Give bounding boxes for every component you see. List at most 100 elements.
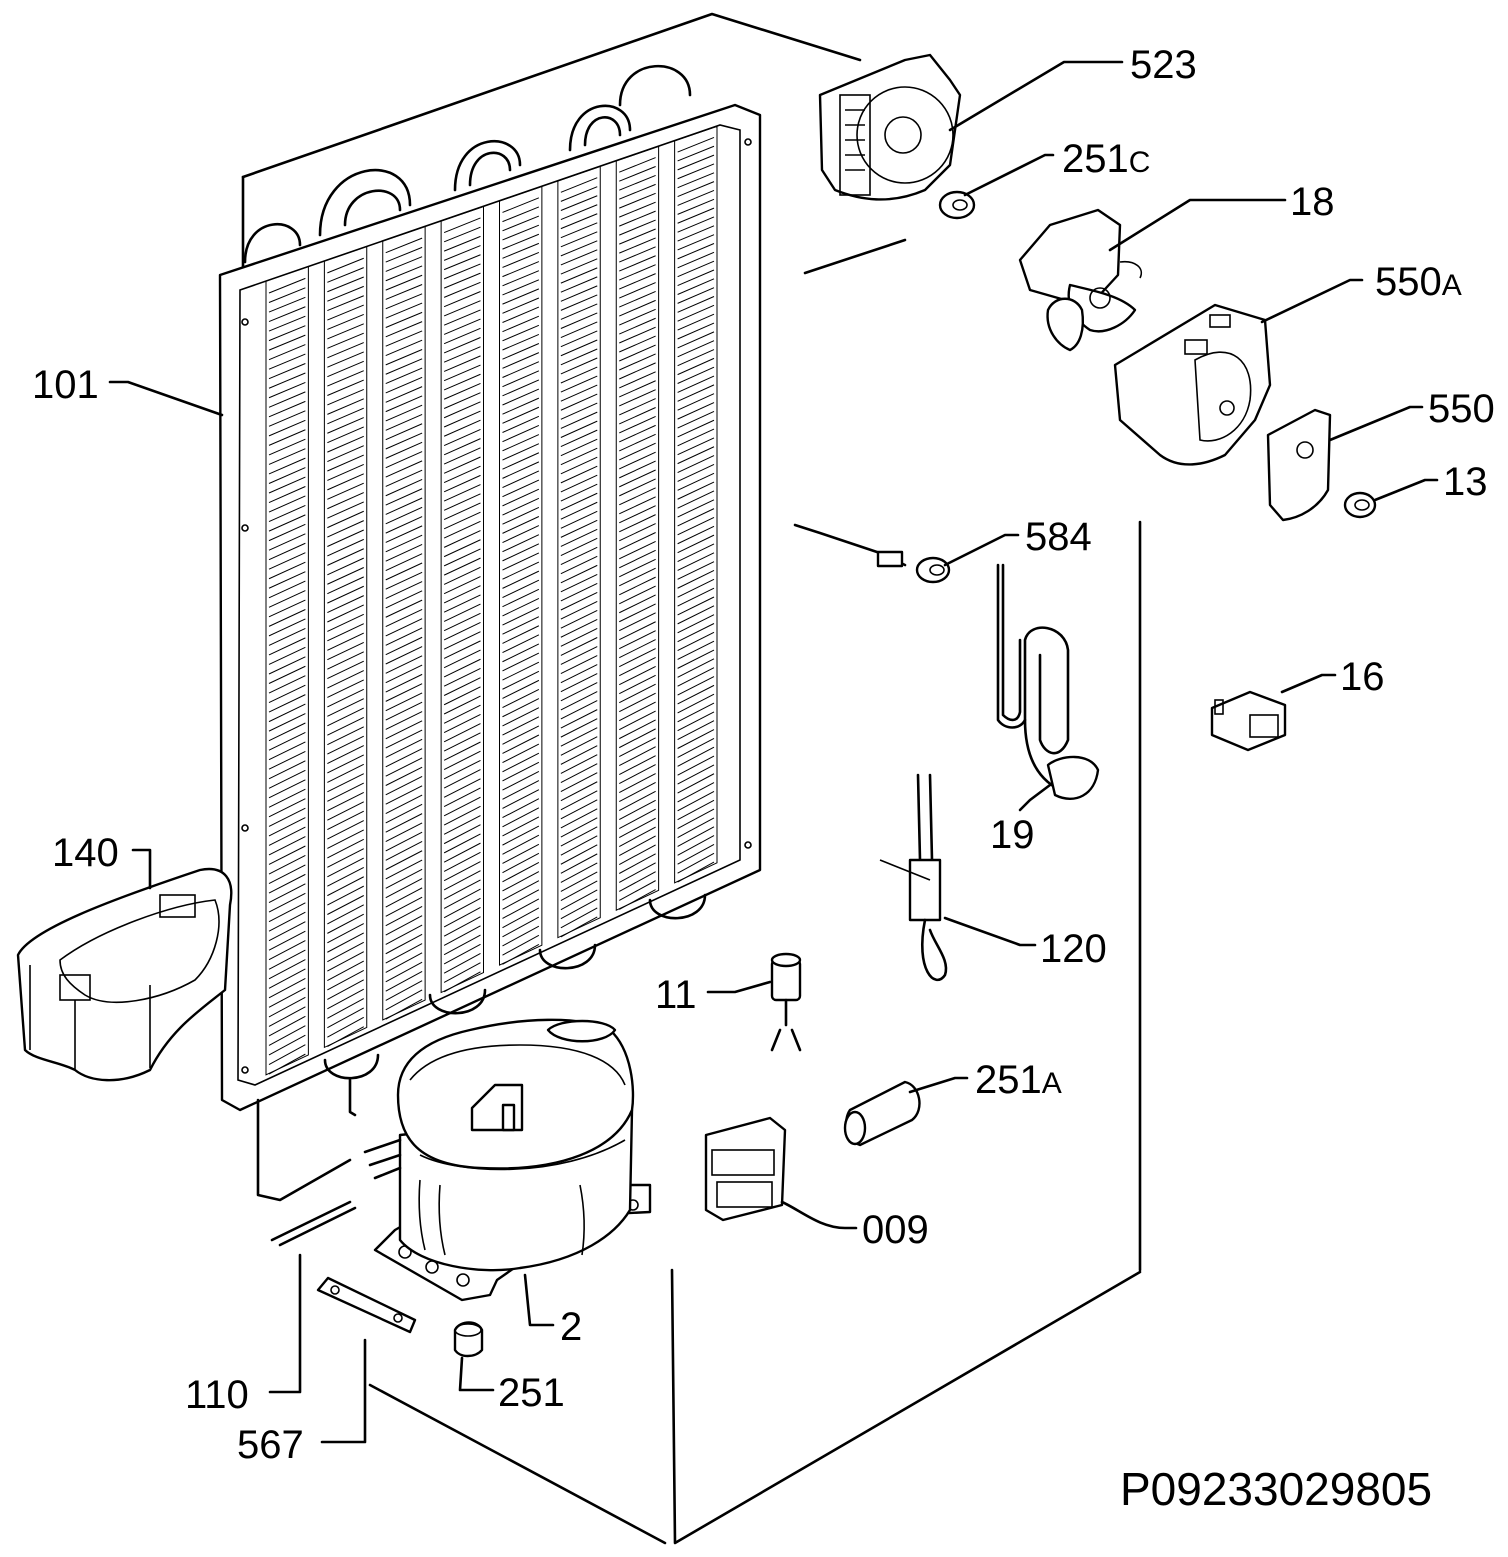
condenser-fin: [327, 782, 364, 802]
condenser-fin: [385, 673, 423, 693]
condenser-fin: [502, 907, 540, 929]
condenser-fin: [385, 395, 423, 413]
condenser-fin: [327, 895, 364, 915]
condenser-fin: [268, 542, 306, 561]
condenser-fin: [443, 318, 481, 335]
condenser-fin: [443, 971, 481, 993]
condenser-fin: [619, 299, 656, 317]
condenser-fin: [560, 177, 598, 193]
label-251: 251: [498, 1371, 565, 1415]
condenser-fin: [268, 561, 306, 580]
condenser-fin: [385, 414, 423, 431]
condenser-fin: [677, 631, 715, 652]
condenser-fin: [502, 506, 540, 525]
condenser-fin: [327, 314, 364, 330]
condenser-fin: [268, 495, 306, 513]
condenser-fin: [619, 353, 656, 371]
condenser-fin-column: [499, 185, 543, 966]
bulb: [1343, 491, 1377, 519]
condenser-fin: [677, 313, 715, 331]
condenser-fin: [443, 392, 481, 409]
condenser-fin: [385, 451, 423, 469]
condenser-fin: [677, 808, 715, 830]
condenser-fin: [268, 873, 306, 894]
condenser-fin: [619, 862, 656, 883]
condenser-fin: [677, 826, 715, 847]
condenser-fin: [268, 533, 306, 551]
compressor: [363, 1018, 652, 1302]
label-13: 13: [1443, 460, 1488, 504]
condenser-fin: [268, 637, 306, 656]
condenser-fin: [619, 630, 656, 650]
condenser-fin: [619, 585, 656, 605]
condenser-fin: [619, 166, 656, 182]
condenser-fin: [619, 603, 656, 623]
condenser-fin: [268, 1053, 306, 1075]
condenser-fin: [327, 820, 364, 840]
condenser-fin: [443, 658, 481, 678]
condenser-fin: [619, 210, 656, 227]
condenser-fin: [443, 493, 481, 511]
condenser-fin: [560, 402, 598, 420]
condenser-fin: [560, 258, 598, 275]
condenser-fin: [443, 300, 481, 317]
condenser-fin: [327, 970, 364, 991]
condenser-fin: [619, 335, 656, 353]
condenser-fin: [327, 285, 364, 302]
condenser-fin: [677, 737, 715, 758]
heater-cable: [996, 563, 1100, 800]
condenser-fin: [560, 420, 598, 438]
condenser-fin: [268, 504, 306, 523]
condenser-fin: [560, 546, 598, 566]
condenser-fin: [443, 879, 481, 900]
condenser-fin: [385, 441, 423, 459]
condenser-fin: [560, 709, 598, 729]
condenser-fin: [677, 322, 715, 340]
condenser-fin: [443, 750, 481, 771]
condenser-fin: [560, 610, 598, 629]
condenser-fin: [268, 363, 306, 380]
condenser-fin: [677, 181, 715, 198]
condenser-fin: [619, 755, 656, 776]
condenser-fin: [619, 657, 656, 677]
condenser-fin: [268, 892, 306, 913]
condenser-fin: [619, 282, 656, 299]
condenser-fin: [385, 581, 423, 600]
condenser-fin-column: [382, 225, 426, 1021]
condenser-fin: [443, 668, 481, 687]
condenser-fin: [327, 492, 364, 510]
condenser-fin: [502, 443, 540, 461]
condenser-fin: [560, 384, 598, 402]
condenser-fin: [385, 478, 423, 497]
condenser-fin: [443, 456, 481, 474]
condenser-fin: [677, 251, 715, 269]
condenser-fin: [443, 465, 481, 484]
condenser-fin: [619, 228, 656, 245]
condenser-fin: [502, 324, 540, 342]
condenser-fin: [560, 222, 598, 239]
condenser-fin: [385, 608, 423, 628]
condenser-fin: [502, 306, 540, 323]
condenser-fin: [385, 803, 423, 824]
condenser-fin: [443, 502, 481, 521]
condenser-fin: [268, 306, 306, 323]
condenser-fin: [443, 373, 481, 391]
condenser-fin: [619, 219, 656, 236]
condenser-fin: [443, 677, 481, 696]
condenser-fin: [268, 836, 306, 856]
condenser-fin: [385, 358, 423, 375]
condenser-fin: [502, 470, 540, 488]
condenser-fin: [385, 497, 423, 515]
condenser-fin: [560, 285, 598, 302]
condenser-fin: [327, 426, 364, 444]
condenser-fin: [443, 382, 481, 400]
condenser-fin: [560, 916, 598, 938]
condenser-fin: [502, 798, 540, 819]
label-251a: 251A: [975, 1058, 1062, 1102]
label-11: 11: [655, 973, 697, 1017]
condenser-fin: [502, 634, 540, 654]
condenser-fin: [619, 621, 656, 641]
condenser-fin: [677, 587, 715, 607]
condenser-fin: [502, 862, 540, 883]
condenser-fin: [619, 291, 656, 308]
